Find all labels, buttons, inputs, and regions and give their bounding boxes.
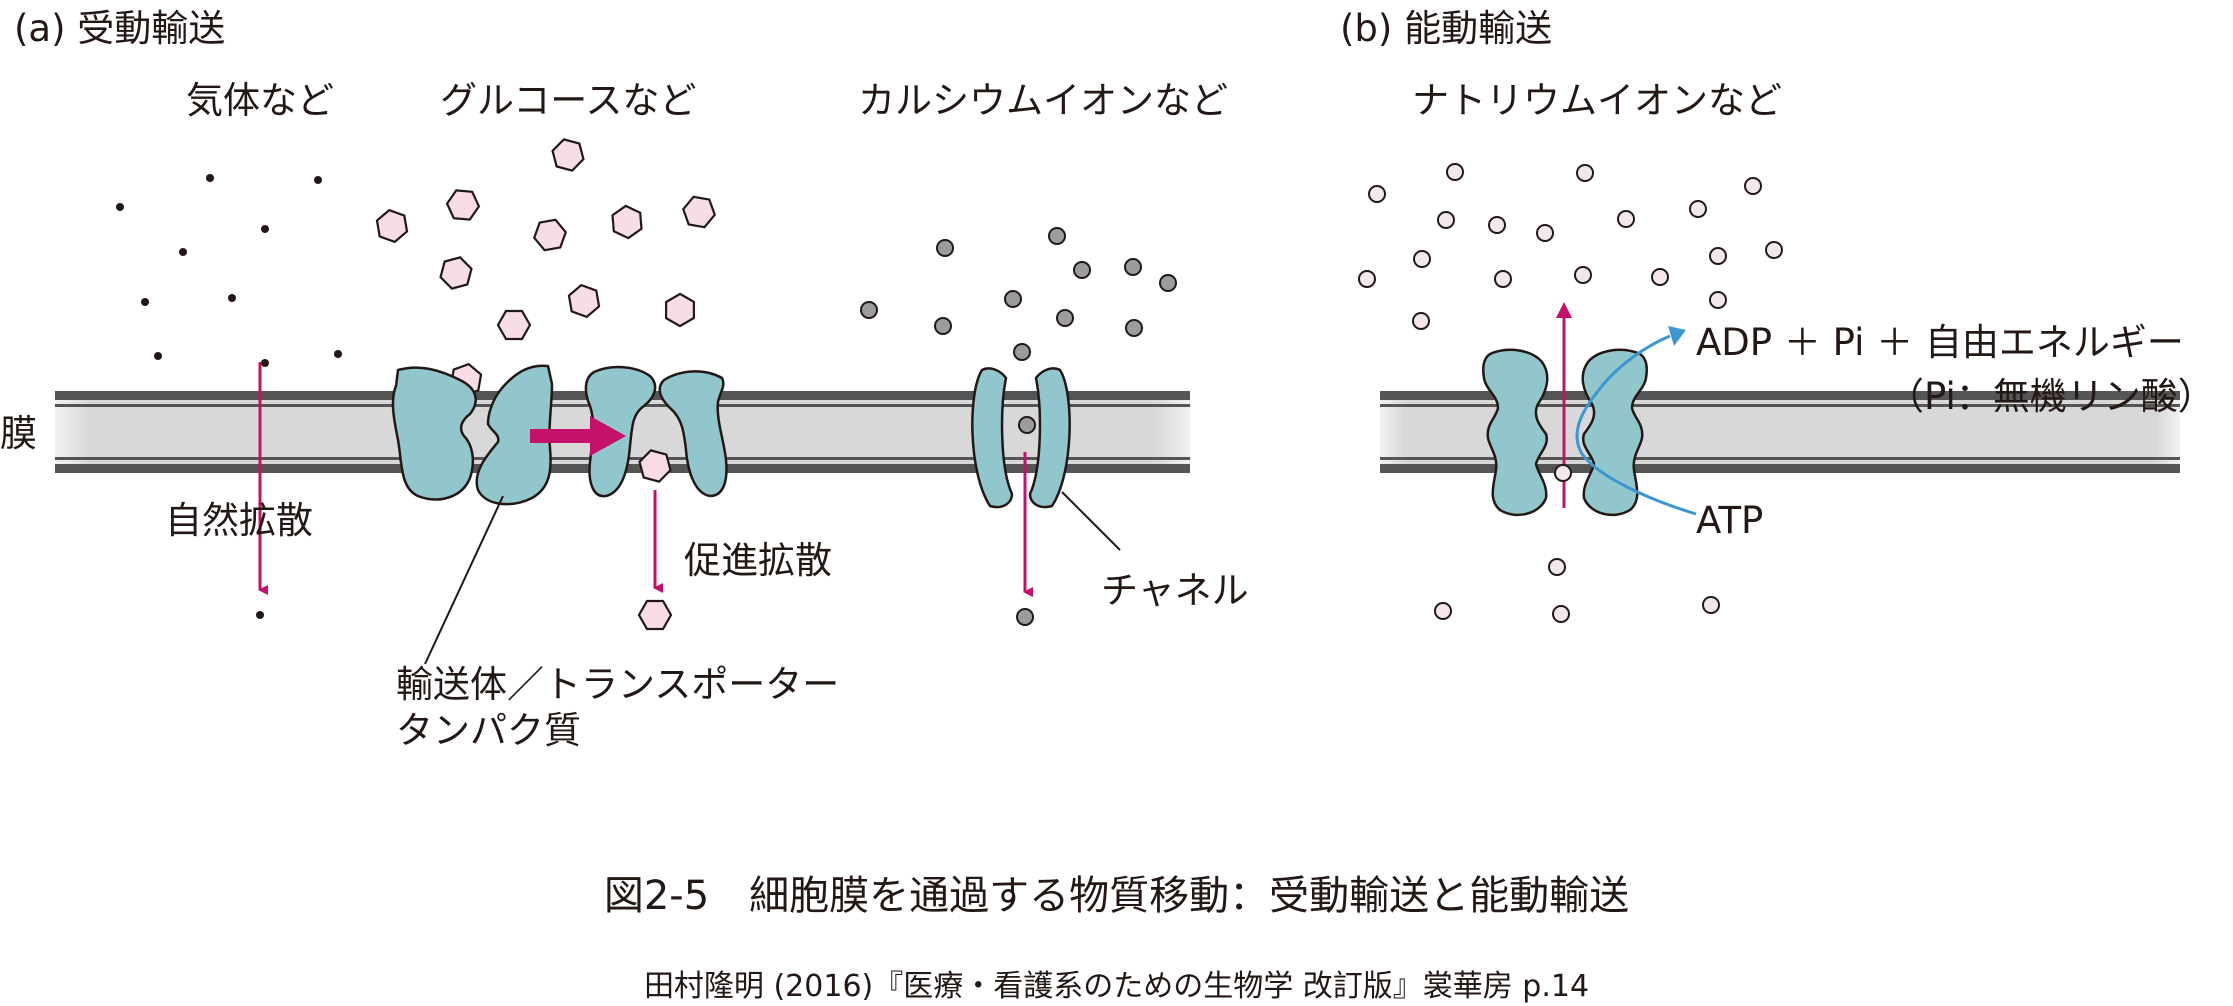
atp-label: ATP bbox=[1696, 499, 1764, 542]
figure-caption: 図2-5 細胞膜を通過する物質移動：受動輸送と能動輸送 bbox=[603, 873, 1630, 919]
facilitated-diffusion-label: 促進拡散 bbox=[684, 539, 832, 582]
transport-direction-arrowhead bbox=[590, 416, 626, 456]
transporter-pointer-line bbox=[424, 495, 504, 665]
transporter-label-line2: タンパク質 bbox=[396, 709, 581, 752]
atp-energy-arrow bbox=[1575, 334, 1697, 516]
calcium-group-label: カルシウムイオンなど bbox=[858, 79, 1228, 122]
active-transport-arrowhead bbox=[1556, 302, 1572, 318]
glucose-molecules bbox=[375, 138, 717, 631]
phosphate-note: （Pi：無機リン酸） bbox=[1887, 375, 2215, 418]
source-citation: 田村隆明 (2016)『医療・看護系のための生物学 改訂版』裳華房 p.14 bbox=[643, 969, 1590, 1004]
simple-diffusion-label: 自然拡散 bbox=[165, 499, 313, 542]
gas-molecules bbox=[116, 174, 342, 619]
transporter-protein-open bbox=[584, 365, 728, 498]
atp-products-label: ADP ＋ Pi ＋ 自由エネルギー bbox=[1696, 321, 2184, 364]
glucose-group-label: グルコースなど bbox=[440, 79, 697, 122]
sodium-ions bbox=[1358, 163, 1783, 623]
channel-label: チャネル bbox=[1101, 569, 1249, 612]
transporter-protein bbox=[391, 364, 554, 506]
panel-b-title: (b) 能動輸送 bbox=[1340, 7, 1553, 50]
channel-pointer-line bbox=[1061, 491, 1121, 551]
transporter-label-line1: 輸送体／トランスポーター bbox=[396, 663, 840, 706]
atp-energy-arrowhead bbox=[1668, 326, 1686, 346]
gas-group-label: 気体など bbox=[186, 79, 334, 122]
sodium-group-label: ナトリウムイオンなど bbox=[1412, 79, 1782, 122]
calcium-ions bbox=[860, 227, 1177, 626]
panel-a-title: (a) 受動輸送 bbox=[14, 7, 226, 50]
ion-channel bbox=[971, 367, 1071, 509]
membrane-label: 膜 bbox=[0, 412, 37, 455]
